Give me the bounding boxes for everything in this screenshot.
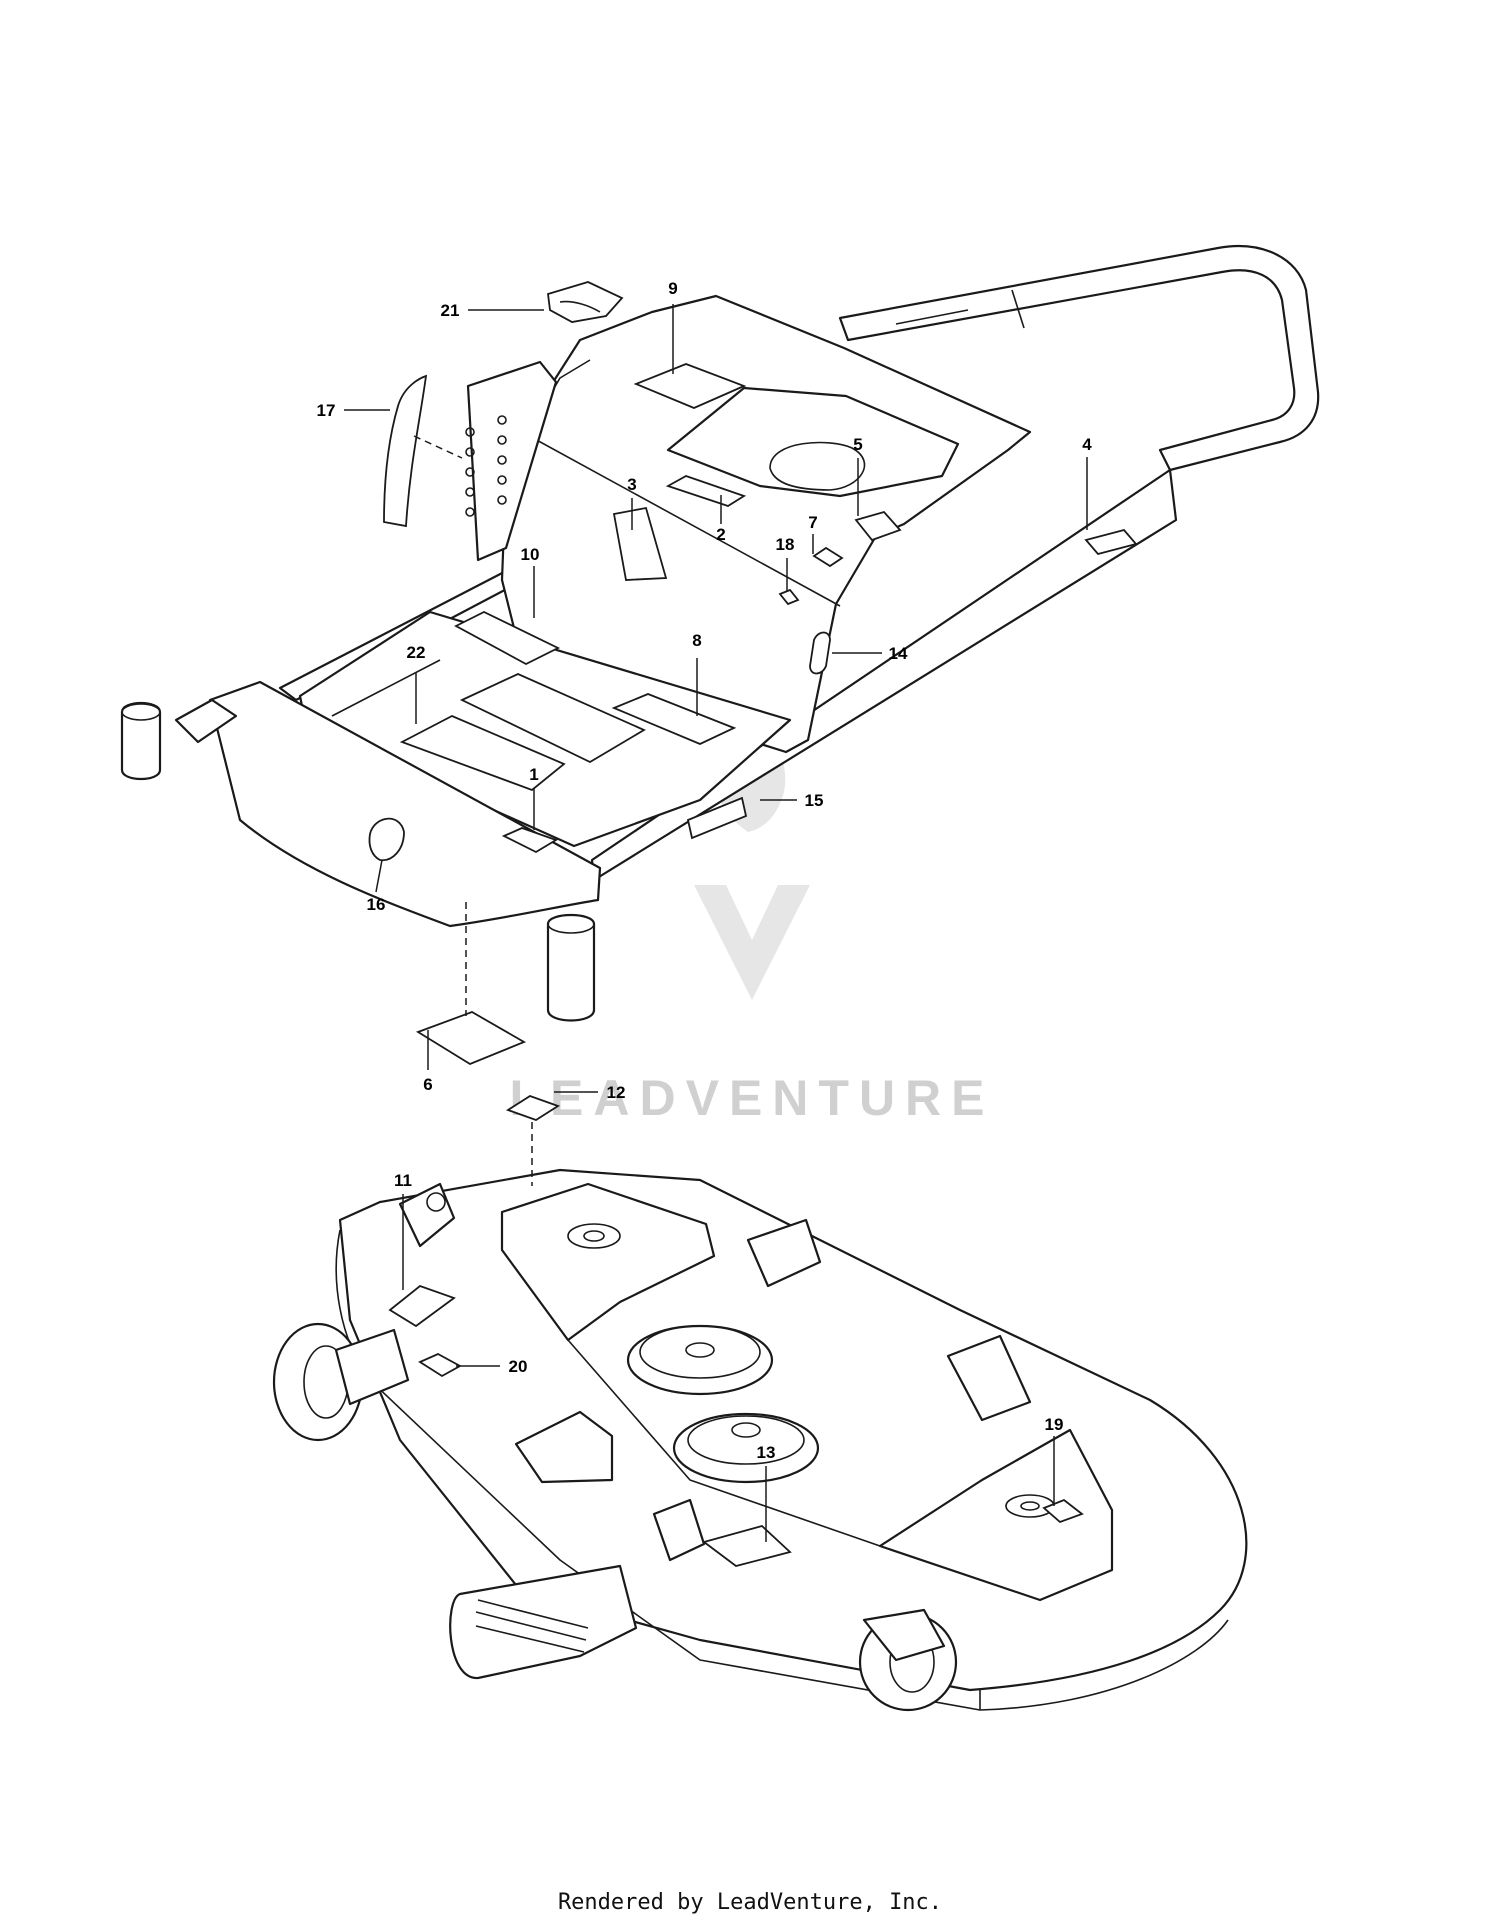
decal-5 <box>854 510 902 542</box>
decal-4 <box>1084 528 1138 556</box>
deck-bracket-right <box>746 1218 822 1288</box>
callout-16: 16 <box>367 895 386 914</box>
pulley-lower <box>672 1412 820 1484</box>
decal-13 <box>701 1524 792 1567</box>
callout-13: 13 <box>757 1443 776 1462</box>
decal-6 <box>415 1011 527 1066</box>
seat-bracket <box>466 360 558 562</box>
decal-16 <box>368 817 405 862</box>
callout-7: 7 <box>808 513 817 532</box>
decal-9 <box>633 363 747 409</box>
chevron-icon <box>694 885 810 1000</box>
decal-2 <box>665 475 747 507</box>
decal-7 <box>812 546 844 568</box>
belt-cover-left <box>500 1182 716 1342</box>
leader-lines <box>344 304 1088 1542</box>
callout-21: 21 <box>441 301 460 320</box>
decal-1 <box>501 827 559 854</box>
callout-1: 1 <box>529 765 538 784</box>
callout-9: 9 <box>668 279 677 298</box>
decal-3 <box>612 506 668 581</box>
decal-8 <box>611 693 737 745</box>
decal-21 <box>547 281 624 323</box>
decal-14 <box>809 631 831 675</box>
discharge-roller <box>449 1564 638 1680</box>
callout-2: 2 <box>716 525 725 544</box>
caster-tube-left <box>120 701 162 781</box>
callout-8: 8 <box>692 631 701 650</box>
footer-credit: Rendered by LeadVenture, Inc. <box>557 1890 943 1915</box>
callout-5: 5 <box>853 435 862 454</box>
deck-bracket-center <box>652 1498 706 1562</box>
decal-12 <box>505 1095 561 1121</box>
watermark-text: LEADVENTURE <box>509 1070 994 1126</box>
deck-bracket-left <box>514 1410 614 1484</box>
mower-deck <box>272 1168 1248 1712</box>
callout-18: 18 <box>776 535 795 554</box>
decal-10 <box>454 610 561 666</box>
decal-17 <box>383 374 428 528</box>
chassis-decals <box>368 281 1138 1121</box>
callout-6: 6 <box>423 1075 432 1094</box>
callout-17: 17 <box>317 401 336 420</box>
callout-22: 22 <box>407 643 426 662</box>
callout-15: 15 <box>805 791 824 810</box>
callout-12: 12 <box>607 1083 626 1102</box>
deck-wheel-right <box>858 1608 958 1712</box>
decal-22 <box>399 715 566 792</box>
watermark-logo: LEADVENTURE <box>509 712 994 1126</box>
deck-wheel-left <box>272 1322 410 1442</box>
callout-10: 10 <box>521 545 540 564</box>
deck-bracket-far-right <box>946 1334 1032 1422</box>
callout-labels: 21 9 17 3 2 5 4 7 18 10 8 22 14 1 15 16 … <box>317 279 1093 1462</box>
caster-mount-left <box>174 698 238 744</box>
decal-22b <box>459 673 646 764</box>
callout-4: 4 <box>1082 435 1092 454</box>
front-bumper <box>208 680 602 928</box>
callout-20: 20 <box>509 1357 528 1376</box>
decal-15 <box>686 796 748 840</box>
callout-19: 19 <box>1045 1415 1064 1434</box>
callout-14: 14 <box>889 644 908 663</box>
deck-hitch <box>398 1182 456 1248</box>
seat-adjust-holes <box>465 415 507 517</box>
callout-11: 11 <box>394 1171 412 1190</box>
callout-3: 3 <box>627 475 636 494</box>
decal-11 <box>388 1284 456 1328</box>
pulley-upper <box>626 1324 774 1396</box>
